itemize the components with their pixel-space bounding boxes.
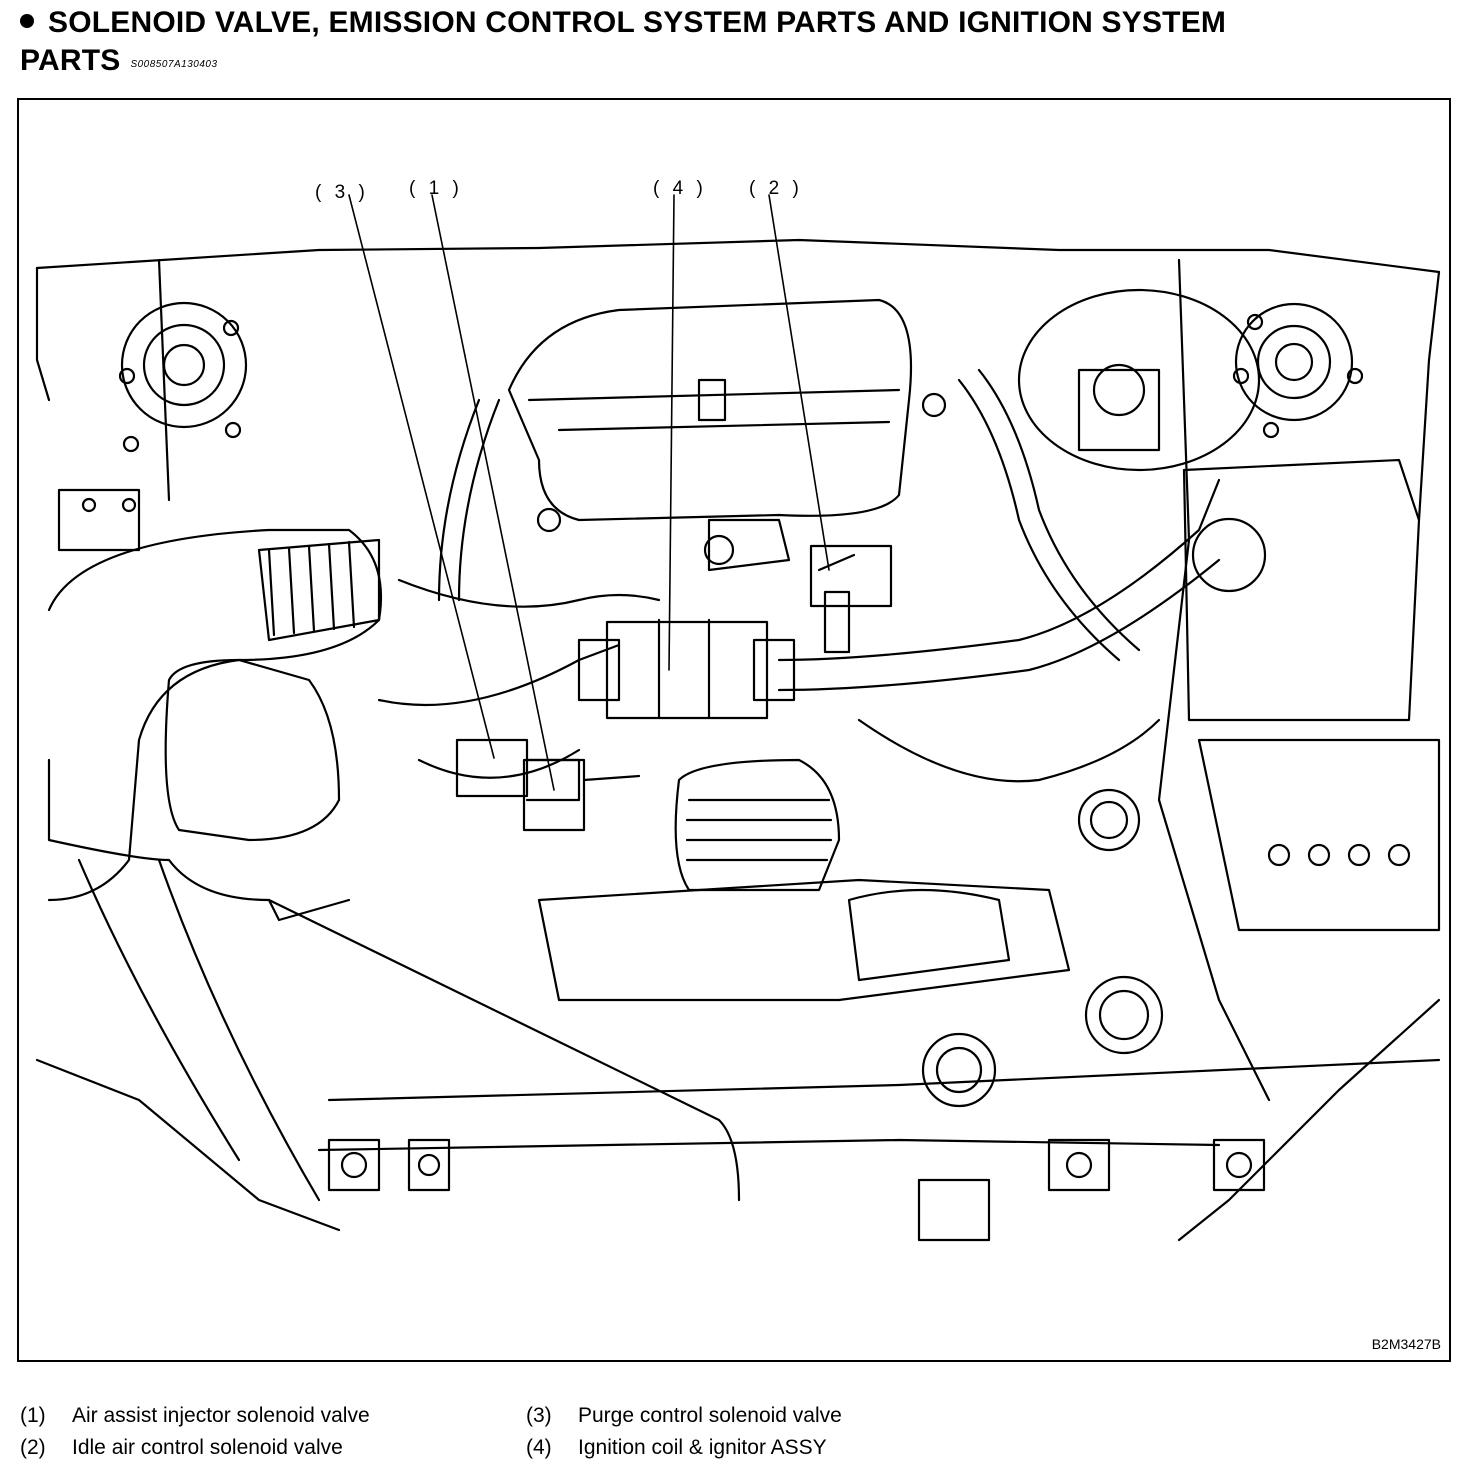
legend-item-2: (2)Idle air control solenoid valve	[20, 1436, 343, 1459]
leader-line-3	[348, 194, 495, 759]
legend-item-4: (4)Ignition coil & ignitor ASSY	[526, 1436, 827, 1459]
callout-2: ( 2 )	[749, 178, 803, 199]
callout-1: ( 1 )	[409, 178, 463, 199]
title-line-1: SOLENOID VALVE, EMISSION CONTROL SYSTEM …	[20, 4, 1460, 42]
document-code: S008507A130403	[130, 59, 218, 70]
engine-bay-figure: ( 3 ) ( 1 ) ( 4 ) ( 2 ) B2M3427B	[17, 98, 1451, 1362]
figure-code: B2M3427B	[1371, 1336, 1441, 1352]
engine-bay-drawing	[35, 194, 1441, 1242]
leader-line-1	[431, 194, 555, 791]
callout-4: ( 4 )	[653, 178, 707, 199]
legend-item-3: (3)Purge control solenoid valve	[526, 1404, 842, 1427]
bullet-icon	[20, 14, 34, 28]
leader-line-4	[668, 194, 675, 671]
legend-column-right: (3)Purge control solenoid valve (4)Ignit…	[526, 1400, 842, 1464]
leader-line-2	[768, 194, 830, 571]
legend-column-left: (1)Air assist injector solenoid valve (2…	[20, 1400, 370, 1464]
page-title: SOLENOID VALVE, EMISSION CONTROL SYSTEM …	[20, 4, 1460, 84]
callout-3: ( 3 )	[315, 182, 369, 203]
legend-item-1: (1)Air assist injector solenoid valve	[20, 1404, 370, 1427]
